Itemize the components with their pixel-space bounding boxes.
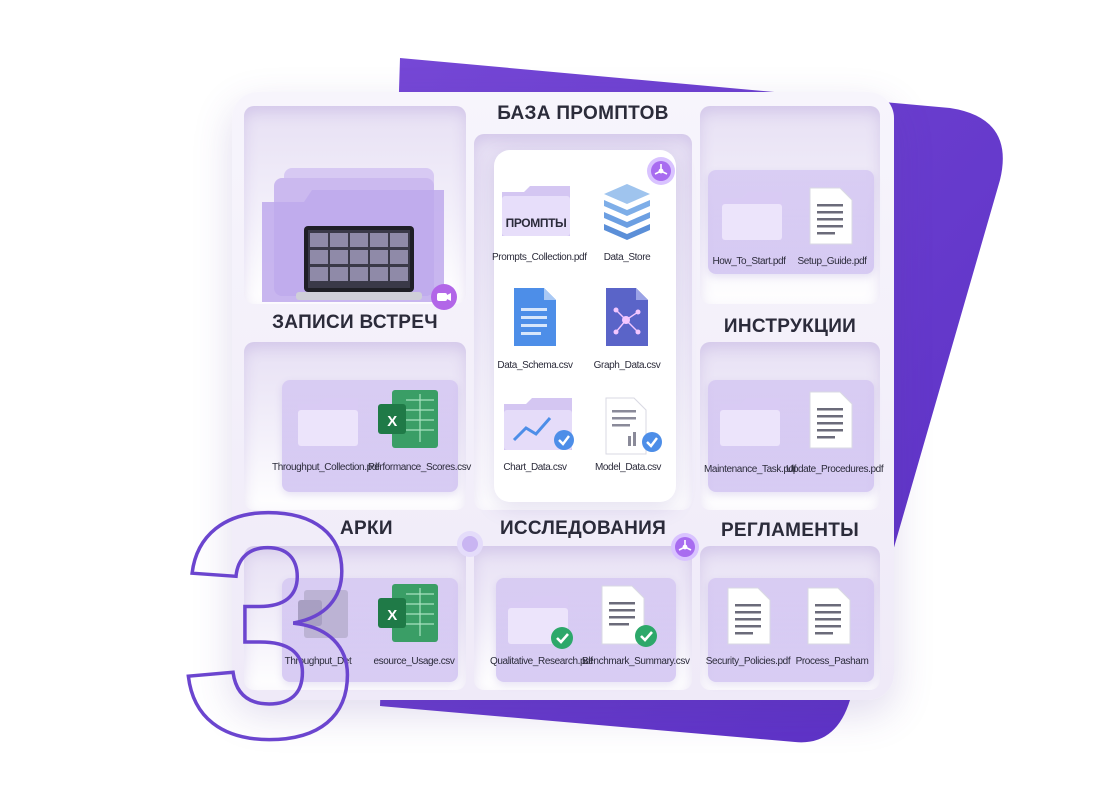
center-file-label: Data_Store xyxy=(603,252,651,263)
instructions-file-label: Setup_Guide.pdf xyxy=(797,256,867,267)
regulations-file-label: Security_Policies.pdf xyxy=(705,656,791,667)
laptop-video-call-icon xyxy=(296,226,422,300)
maintenance-file-label: Update_Procedures.pdf xyxy=(786,464,884,475)
excel-spreadsheet-icon xyxy=(378,584,438,642)
maintenance-file-label: Maintenance_Task.pdf xyxy=(704,464,797,475)
data-stack-icon xyxy=(604,184,650,240)
folder-icon xyxy=(720,398,780,446)
excel-spreadsheet-blurred-icon xyxy=(298,590,348,638)
graph-network-icon xyxy=(606,288,648,346)
folder-icon xyxy=(722,192,782,240)
excel-letter: X xyxy=(387,413,397,430)
performance-file-label: Throughput_Collection.pdf xyxy=(272,462,380,473)
document-icon xyxy=(809,391,853,449)
section-title-meetings: ЗАПИСИ ВСТРЕЧ xyxy=(272,312,438,333)
section-title-regulations: РЕГЛАМЕНТЫ xyxy=(720,520,860,541)
folder-check-icon xyxy=(508,596,573,649)
prompts-folder-icon xyxy=(502,186,570,236)
benchmarks-file-label: Throughput_Det xyxy=(284,656,352,667)
section-title-benchmarks: АРКИ xyxy=(340,518,393,539)
center-file-label: Model_Data.csv xyxy=(594,462,662,473)
document-icon xyxy=(807,587,851,645)
section-title-research: ИССЛЕДОВАНИЯ xyxy=(499,518,667,539)
center-file-label: Chart_Data.csv xyxy=(503,462,567,473)
chart-folder-icon xyxy=(504,398,574,450)
instructions-file-label: How_To_Start.pdf xyxy=(712,256,786,267)
center-file-label: Data_Schema.csv xyxy=(497,360,573,371)
center-file-label: Graph_Data.csv xyxy=(593,360,661,371)
document-icon xyxy=(809,187,853,245)
folder-icon xyxy=(298,398,358,446)
document-chart-icon xyxy=(605,397,662,455)
big-numeral-three: 3 xyxy=(179,488,360,758)
research-file-label: Benchmark_Summary.csv xyxy=(582,656,690,667)
research-file-label: Qualitative_Research.pdf xyxy=(490,656,593,667)
benchmarks-file-label: esource_Usage.csv xyxy=(373,656,455,667)
performance-file-label: Performance_Scores.csv xyxy=(368,462,471,473)
section-title-instructions: ИНСТРУКЦИИ xyxy=(723,316,857,337)
network-badge-icon xyxy=(647,157,675,185)
section-title-prompts-base: БАЗА ПРОМПТОВ xyxy=(497,103,669,124)
blue-document-icon xyxy=(514,288,556,346)
prompts-folder-tag: ПРОМПТЫ xyxy=(505,216,567,230)
numeral-three-text: 3 xyxy=(181,488,359,758)
document-icon xyxy=(727,587,771,645)
regulations-file-label: Process_Pasham xyxy=(795,656,869,667)
excel-letter: X xyxy=(387,607,397,624)
center-file-label: Prompts_Collection.pdf xyxy=(492,252,587,263)
sparkle-badge-icon xyxy=(457,531,483,557)
network-badge-icon xyxy=(671,533,699,561)
video-camera-icon xyxy=(431,284,457,310)
excel-spreadsheet-icon xyxy=(378,390,438,448)
document-check-icon xyxy=(601,585,657,647)
